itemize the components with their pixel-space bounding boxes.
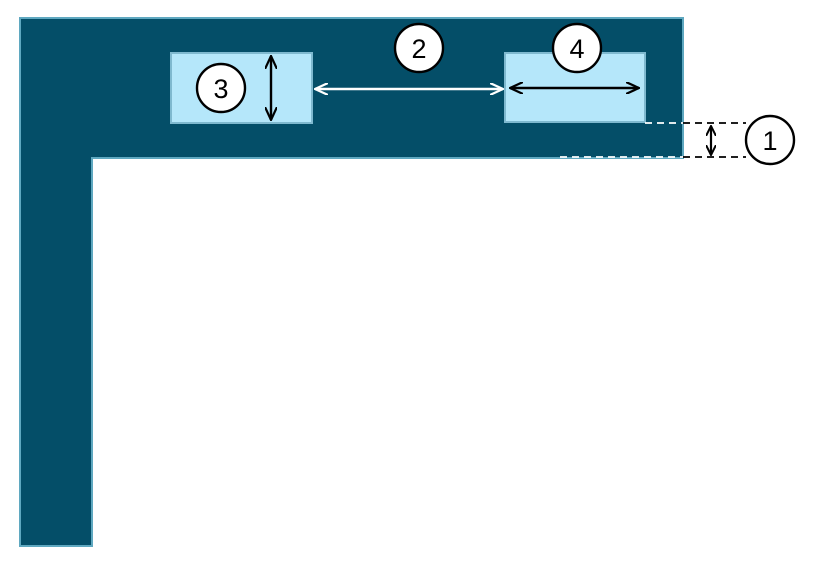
callout-circle-2 (393, 22, 445, 74)
callout-bubble-3[interactable]: 3 (195, 62, 247, 114)
callout-circle-3 (195, 62, 247, 114)
callout-label-4: 4 (569, 34, 584, 64)
wall-body (19, 17, 684, 547)
callout-label-3: 3 (213, 74, 228, 104)
callout-circle-4 (551, 22, 603, 74)
callout-bubble-4[interactable]: 4 (551, 22, 603, 74)
callout-label-2: 2 (411, 34, 426, 64)
callout-bubble-1[interactable]: 1 (744, 114, 796, 166)
callout-bubble-2[interactable]: 2 (393, 22, 445, 74)
callout-circle-1 (744, 114, 796, 166)
callout-label-1: 1 (762, 126, 777, 156)
